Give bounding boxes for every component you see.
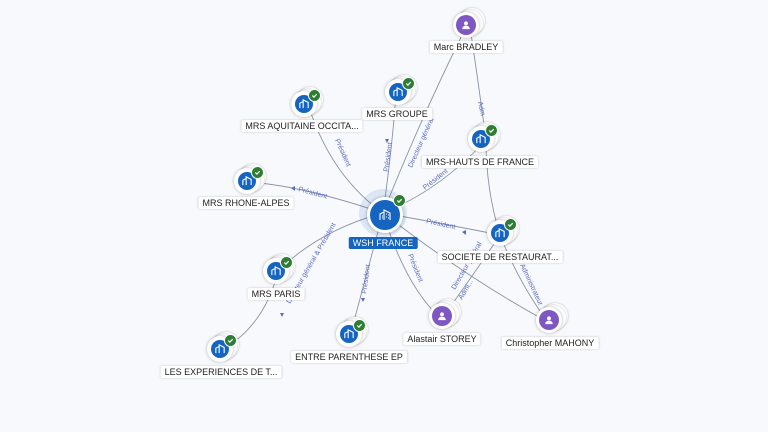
edge-arrow [291,186,295,191]
node-societe-restauration[interactable] [487,216,519,248]
edge-label-adm-christopher: Administrateur [518,263,544,307]
node-alastair-storey[interactable] [429,299,461,331]
node-label-les-experiences[interactable]: LES EXPERIENCES DE T... [160,366,282,378]
node-label-mrs-rhone-alpes[interactable]: MRS RHONE-ALPES [198,197,294,209]
node-label-mrs-groupe[interactable]: MRS GROUPE [362,108,432,120]
edge-arrow [462,230,466,235]
node-mrs-hauts-de-france[interactable] [468,122,500,154]
person-icon [456,15,476,35]
node-les-experiences[interactable] [207,332,239,364]
node-label-entre-parenthese[interactable]: ENTRE PARENTHESE EP [291,351,407,363]
node-label-mrs-aquitaine[interactable]: MRS AQUITAINE OCCITA... [241,120,363,132]
node-label-christopher-mahony[interactable]: Christopher MAHONY [501,337,599,349]
verified-check-icon [280,256,293,269]
edge-label-entre: Président [361,264,372,294]
edge-label-societe: Président [426,218,456,231]
verified-check-icon [251,166,264,179]
edge-label-alastair: Président [406,253,424,283]
verified-check-icon [224,334,237,347]
node-mrs-groupe[interactable] [385,75,417,107]
node-label-mrs-paris[interactable]: MRS PARIS [247,288,305,300]
verified-check-icon [308,89,321,102]
node-marc-bradley[interactable] [453,8,485,40]
node-entre-parenthese[interactable] [336,317,368,349]
node-label-mrs-hauts-de-france[interactable]: MRS-HAUTS DE FRANCE [421,156,539,168]
person-icon [432,306,452,326]
edge-label-groupe: Président [383,142,394,172]
verified-check-icon [504,218,517,231]
verified-check-icon [485,124,498,137]
edge-arrow [385,139,389,143]
node-label-alastair-storey[interactable]: Alastair STOREY [403,333,481,345]
verified-check-icon [393,194,406,207]
center-company-node[interactable] [359,189,407,237]
edge-label-marc-adm: Adm [476,101,486,117]
verified-check-icon [402,77,415,90]
node-label-societe-restauration[interactable]: SOCIETE DE RESTAURAT... [437,251,563,263]
node-mrs-rhone-alpes[interactable] [234,164,266,196]
node-christopher-mahony[interactable] [536,303,568,335]
edge-label-rhone: Président [297,186,327,200]
edge-label-hauts: Président [422,168,450,192]
node-mrs-paris[interactable] [263,254,295,286]
center-node-label[interactable]: WSH FRANCE [348,237,418,249]
verified-check-icon [353,319,366,332]
node-label-marc-bradley[interactable]: Marc BRADLEY [429,41,503,53]
node-mrs-aquitaine[interactable] [291,87,323,119]
edge-center-christopher [382,212,549,323]
edge-arrow [280,313,284,317]
edge-arrow [361,298,365,302]
person-icon [539,310,559,330]
